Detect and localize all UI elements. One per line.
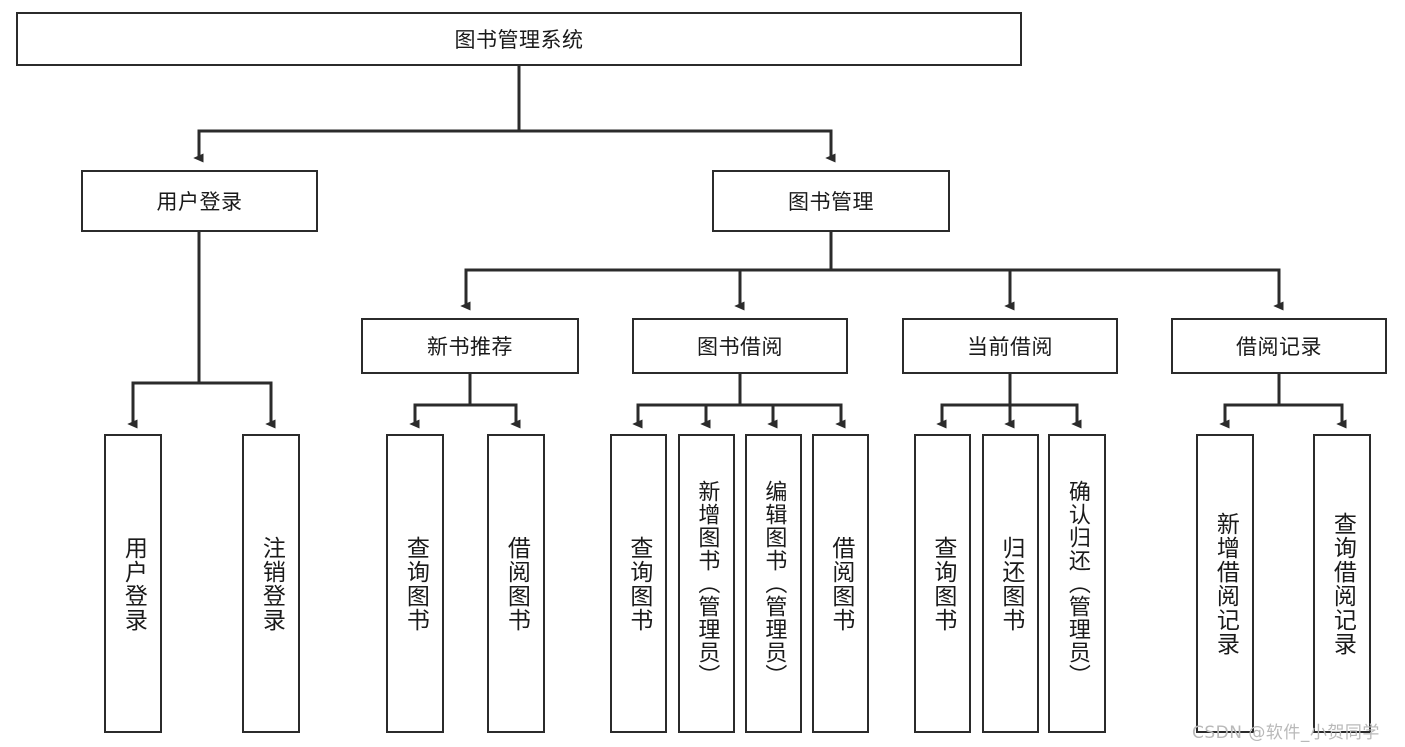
leaf-user-login-label: 用户登录 <box>120 535 147 632</box>
leaf-return-book-label: 归还图书 <box>997 535 1024 632</box>
leaf-query-book-3[interactable]: 查询图书 <box>914 434 971 733</box>
node-current-borrow[interactable]: 当前借阅 <box>902 318 1118 374</box>
node-borrow-record[interactable]: 借阅记录 <box>1171 318 1387 374</box>
node-book-manage[interactable]: 图书管理 <box>712 170 950 232</box>
leaf-query-book-2[interactable]: 查询图书 <box>610 434 667 733</box>
node-new-book-recommend[interactable]: 新书推荐 <box>361 318 579 374</box>
node-new-book-recommend-label: 新书推荐 <box>427 335 513 359</box>
leaf-borrow-book-1-label: 借阅图书 <box>503 535 530 632</box>
leaf-query-book-2-label: 查询图书 <box>625 535 652 632</box>
node-book-borrow-label: 图书借阅 <box>697 335 783 359</box>
leaf-user-login[interactable]: 用户登录 <box>104 434 162 733</box>
leaf-confirm-return-label: 确认归还（管理员） <box>1064 480 1090 687</box>
leaf-query-book-1-label: 查询图书 <box>402 535 429 632</box>
csdn-watermark: CSDN @软件_小贺同学 <box>1192 723 1380 743</box>
leaf-return-book[interactable]: 归还图书 <box>982 434 1039 733</box>
leaf-confirm-return[interactable]: 确认归还（管理员） <box>1048 434 1106 733</box>
leaf-logout-label: 注销登录 <box>258 535 285 632</box>
leaf-query-record[interactable]: 查询借阅记录 <box>1313 434 1371 733</box>
leaf-edit-book-label: 编辑图书（管理员） <box>761 480 787 687</box>
leaf-borrow-book-2[interactable]: 借阅图书 <box>812 434 869 733</box>
node-root[interactable]: 图书管理系统 <box>16 12 1022 66</box>
node-book-manage-label: 图书管理 <box>788 190 874 214</box>
leaf-borrow-book-2-label: 借阅图书 <box>827 535 854 632</box>
leaf-borrow-book-1[interactable]: 借阅图书 <box>487 434 545 733</box>
node-borrow-record-label: 借阅记录 <box>1236 335 1322 359</box>
node-book-borrow[interactable]: 图书借阅 <box>632 318 848 374</box>
node-current-borrow-label: 当前借阅 <box>967 335 1053 359</box>
node-root-label: 图书管理系统 <box>454 28 584 52</box>
leaf-add-book[interactable]: 新增图书（管理员） <box>678 434 735 733</box>
leaf-query-book-1[interactable]: 查询图书 <box>386 434 444 733</box>
node-user-login[interactable]: 用户登录 <box>81 170 318 232</box>
leaf-edit-book[interactable]: 编辑图书（管理员） <box>745 434 802 733</box>
leaf-add-book-label: 新增图书（管理员） <box>694 480 720 687</box>
leaf-add-record-label: 新增借阅记录 <box>1212 511 1239 656</box>
leaf-query-record-label: 查询借阅记录 <box>1329 511 1356 656</box>
leaf-add-record[interactable]: 新增借阅记录 <box>1196 434 1254 733</box>
leaf-query-book-3-label: 查询图书 <box>929 535 956 632</box>
node-user-login-label: 用户登录 <box>156 190 243 214</box>
leaf-logout[interactable]: 注销登录 <box>242 434 300 733</box>
